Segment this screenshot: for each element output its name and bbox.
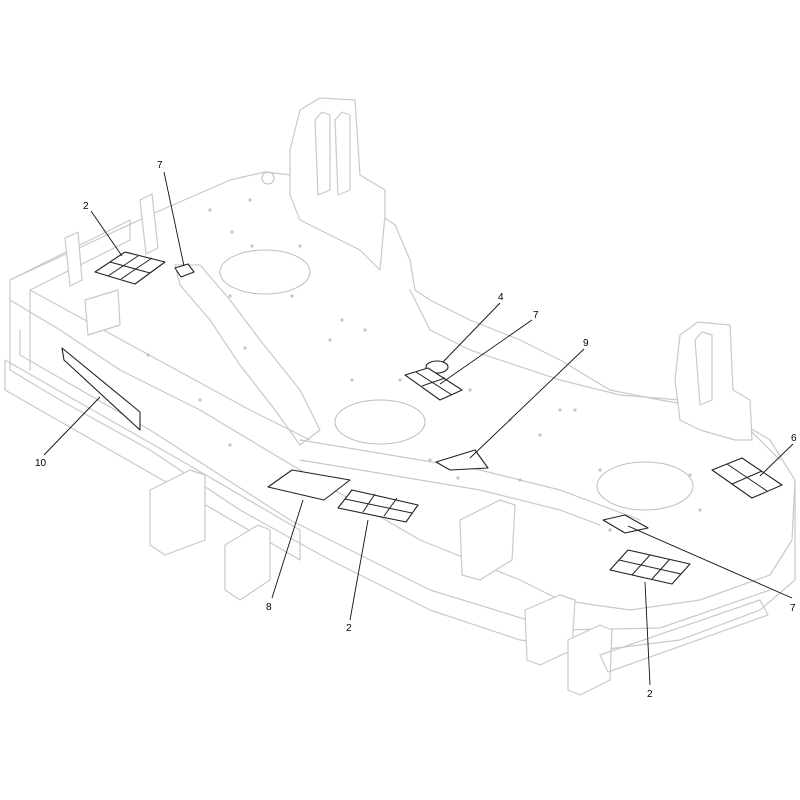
decal-8 [267,469,351,501]
callout-2-center: 2 [346,623,352,634]
left-side-gusset [84,289,121,336]
leader-6 [759,443,794,477]
callout-4: 4 [498,292,504,303]
decal-2-center [337,489,419,523]
leader-4 [442,302,501,363]
front-far-right-bracket [567,624,613,696]
deck-front-skirt [9,299,796,651]
deck-skirt-inner-line [19,329,771,631]
front-roller [599,599,769,673]
decal-7-mid [404,367,463,401]
mower-deck-outline [4,97,796,696]
callout-10: 10 [35,458,47,469]
decal-2-left [94,251,166,285]
leader-lines [43,171,794,686]
callout-8: 8 [266,602,272,613]
leader-2-left [90,210,123,257]
rear-left-tower-slot-a [314,111,331,196]
center-channel [174,264,321,446]
callout-7-right: 7 [790,603,796,614]
leader-10 [43,396,101,456]
callout-9: 9 [583,338,589,349]
leader-2-center [349,519,369,621]
front-left-bracket [149,469,206,556]
rear-right-tower-slot [694,331,713,406]
grease-fitting [261,171,275,185]
front-center-bracket [459,499,516,581]
leader-9 [469,348,585,459]
leader-7-left [163,171,185,267]
left-spindle-opening [219,249,311,295]
callout-2-left: 2 [83,201,89,212]
decal-6 [711,457,783,499]
callout-7-left: 7 [157,160,163,171]
rear-right-tower [674,321,753,441]
leader-2-right [644,581,651,686]
rear-left-upright-a [64,231,83,287]
callout-6: 6 [791,433,797,444]
rear-left-upright-b [139,193,159,255]
callout-2-right: 2 [647,689,653,700]
rear-left-tower-slot-b [334,111,351,196]
decal-9 [435,449,489,471]
left-side-rail [9,219,311,441]
center-divider [299,439,641,521]
decal-7-right [602,514,649,534]
center-divider-lower [299,459,601,526]
decal-2-right [609,549,691,585]
left-front-rail [4,359,301,561]
leader-8 [271,499,304,599]
right-spindle-opening [596,461,694,511]
deck-bolt-holes [146,198,702,532]
callout-7-mid: 7 [533,310,539,321]
center-spindle-opening [334,399,426,445]
front-center-left-bracket [224,524,271,601]
leader-7-right [627,525,793,599]
leader-7-mid [439,319,533,385]
decal-10 [61,347,141,431]
